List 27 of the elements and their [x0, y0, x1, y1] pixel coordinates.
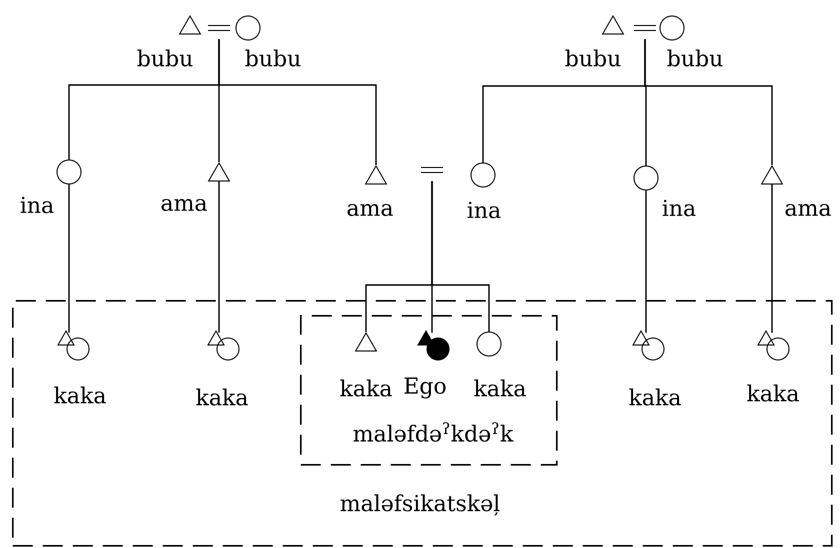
descent-line [218, 39, 377, 165]
descent-line [68, 184, 70, 333]
descent-line [644, 39, 773, 165]
descent-line [218, 182, 220, 333]
kin-term: bubu [667, 49, 722, 66]
kin-term: ina [468, 202, 501, 218]
kin-term: ama [786, 204, 831, 216]
kin-term: bubu [245, 49, 300, 66]
marriage-sign [420, 166, 444, 174]
kin-term: kaka [54, 386, 106, 404]
kin-term: ama [162, 198, 207, 212]
marriage-sign [207, 24, 231, 32]
ego-label: Ego [404, 378, 446, 398]
kin-term: kaka [747, 384, 799, 402]
descent-line [771, 184, 773, 333]
kin-term: bubu [565, 49, 620, 66]
marriage-sign [633, 24, 657, 32]
kin-term: ina [20, 196, 54, 214]
kin-term: kaka [474, 379, 526, 396]
kin-term: kaka [629, 388, 681, 406]
kin-term: kaka [340, 379, 392, 396]
kin-term: bubu [137, 49, 192, 66]
kin-term: kaka [196, 388, 248, 406]
kin-term: ina [662, 200, 696, 216]
kin-term: ama [348, 204, 393, 216]
descent-line [431, 181, 490, 332]
descent-line [645, 190, 647, 333]
